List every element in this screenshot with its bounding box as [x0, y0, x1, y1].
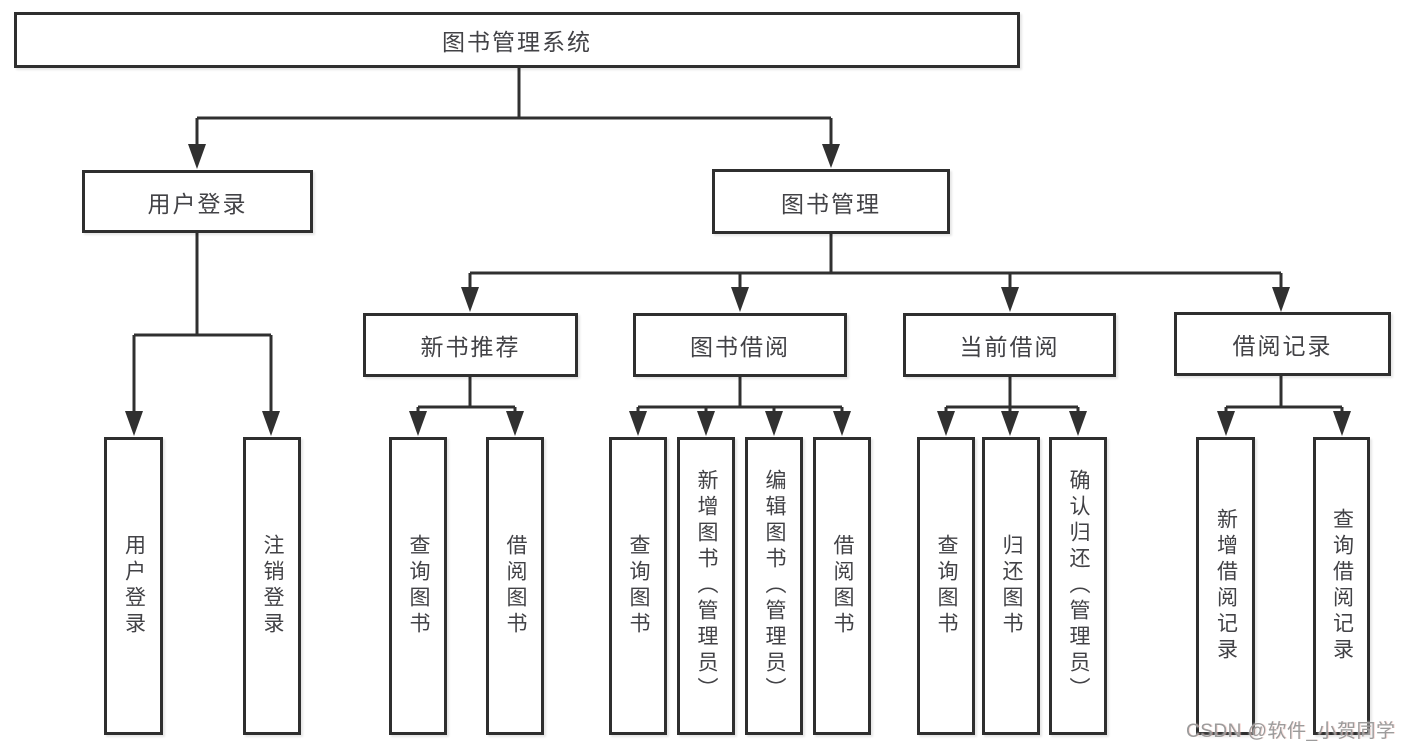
connector-book-borrow-children [629, 377, 851, 436]
leaf-bb-borrow-books: 借阅图书 [813, 437, 871, 735]
node-borrow-records: 借阅记录 [1174, 312, 1391, 376]
leaf-nbr-query-books: 查询图书 [389, 437, 447, 735]
leaf-br-add-record: 新增借阅记录 [1196, 437, 1255, 735]
node-root: 图书管理系统 [14, 12, 1020, 68]
node-book-management: 图书管理 [712, 169, 950, 234]
leaf-cb-return-books: 归还图书 [982, 437, 1040, 735]
leaf-br-query-record: 查询借阅记录 [1313, 437, 1370, 735]
node-user-login: 用户登录 [82, 170, 313, 233]
leaf-cb-query-books: 查询图书 [917, 437, 975, 735]
leaf-bb-edit-books-admin: 编辑图书（管理员） [745, 437, 803, 735]
leaf-bb-query-books: 查询图书 [609, 437, 667, 735]
node-current-borrow: 当前借阅 [903, 313, 1116, 377]
leaf-user-login: 用户登录 [104, 437, 163, 735]
connector-current-borrow-children [937, 377, 1087, 436]
leaf-nbr-borrow-books: 借阅图书 [486, 437, 544, 735]
leaf-cb-confirm-return-admin: 确认归还（管理员） [1049, 437, 1107, 735]
csdn-watermark: CSDN @软件_小贺同学 [1186, 721, 1396, 742]
connector-new-book-recommend-children [409, 377, 524, 436]
leaf-bb-add-books-admin: 新增图书（管理员） [677, 437, 735, 735]
leaf-logout: 注销登录 [243, 437, 301, 735]
connector-root-to-level2 [188, 68, 840, 169]
node-new-book-recommend: 新书推荐 [363, 313, 578, 377]
node-book-borrow: 图书借阅 [633, 313, 847, 377]
connector-borrow-records-children [1217, 376, 1351, 436]
connector-user-login-children [125, 233, 280, 436]
connector-book-management-children [461, 234, 1290, 312]
